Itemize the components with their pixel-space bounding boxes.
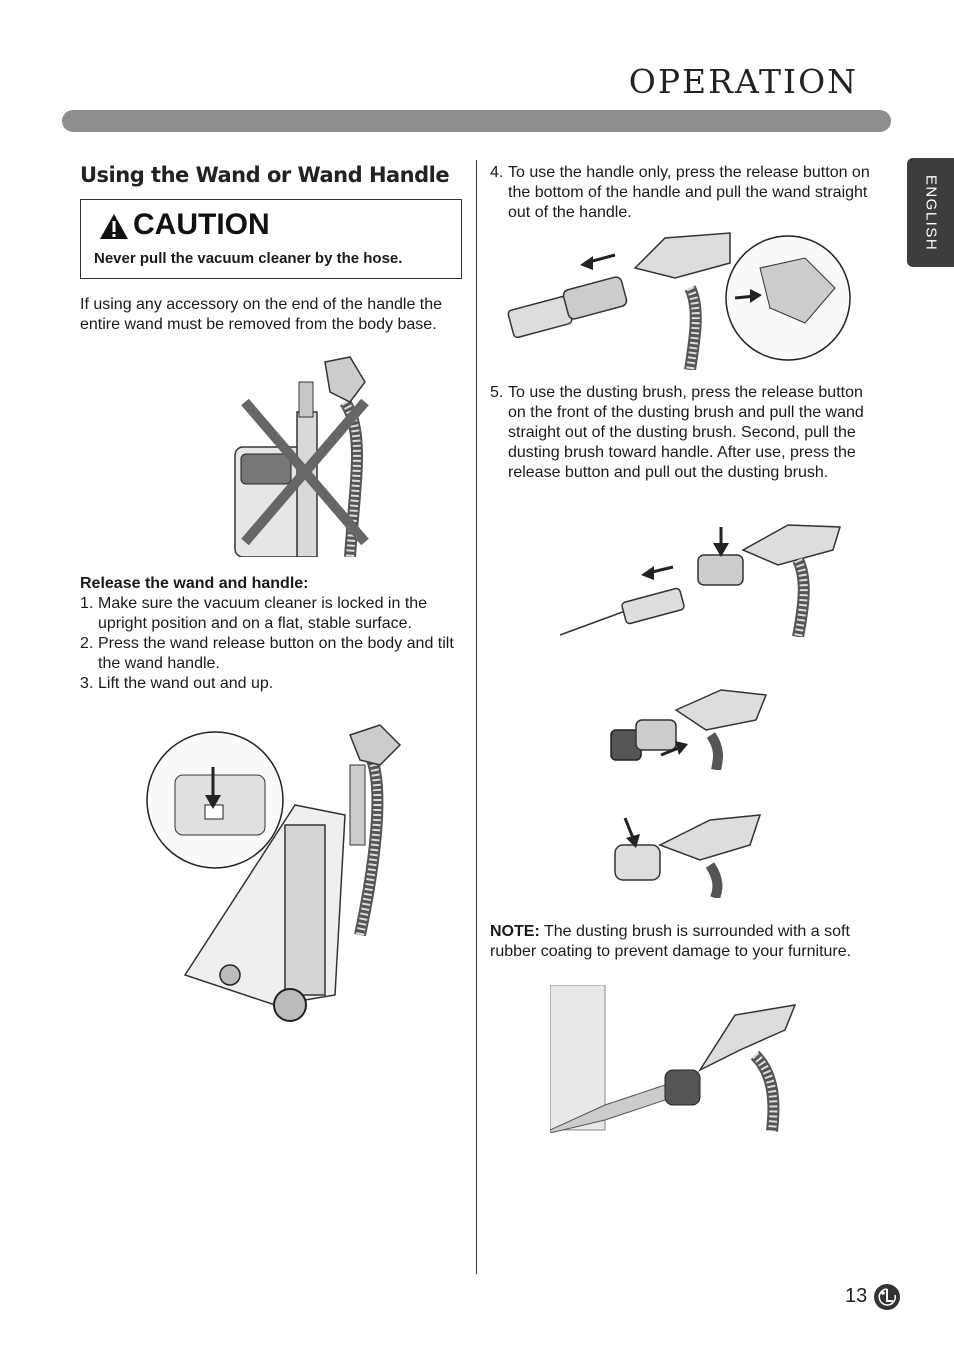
header-bar xyxy=(62,110,891,132)
list-item: 4.To use the handle only, press the rele… xyxy=(490,163,870,223)
step-4-list: 4.To use the handle only, press the rele… xyxy=(490,163,870,223)
warning-icon xyxy=(99,213,129,240)
step-text: Press the wand release button on the bod… xyxy=(98,635,454,672)
language-tab-label: ENGLISH xyxy=(922,174,939,251)
step-text: Lift the wand out and up. xyxy=(98,675,274,692)
step-text: To use the handle only, press the releas… xyxy=(508,164,870,221)
note-paragraph: NOTE: The dusting brush is surrounded wi… xyxy=(490,922,870,962)
illustration-dusting-furniture xyxy=(550,985,800,1133)
caution-box: CAUTION Never pull the vacuum cleaner by… xyxy=(80,199,462,279)
step-number: 3. xyxy=(80,675,94,692)
illustration-wand-release xyxy=(145,705,415,1025)
caution-title-text: CAUTION xyxy=(133,208,270,241)
illustration-dusting-brush-remove xyxy=(558,515,848,637)
illustration-do-not-pull-hose xyxy=(215,342,385,557)
list-item: 2.Press the wand release button on the b… xyxy=(80,634,465,674)
list-item: 5.To use the dusting brush, press the re… xyxy=(490,383,870,483)
intro-paragraph: If using any accessory on the end of the… xyxy=(80,296,443,333)
caution-text: Never pull the vacuum cleaner by the hos… xyxy=(94,250,403,267)
step-5-list: 5.To use the dusting brush, press the re… xyxy=(490,383,870,483)
caution-title: CAUTION xyxy=(99,208,270,242)
illustration-handle-only xyxy=(505,228,855,370)
column-divider xyxy=(476,160,477,1274)
step-number: 4. xyxy=(490,164,504,181)
page-title: OPERATION xyxy=(628,62,858,101)
release-heading: Release the wand and handle: xyxy=(80,575,309,592)
step-text: To use the dusting brush, press the rele… xyxy=(508,384,864,481)
illustration-dusting-brush-release xyxy=(610,790,782,898)
step-number: 2. xyxy=(80,635,94,652)
list-item: 3.Lift the wand out and up. xyxy=(80,674,465,694)
step-number: 5. xyxy=(490,384,504,401)
illustration-dusting-brush-attach xyxy=(606,655,781,770)
note-label: NOTE: xyxy=(490,923,540,940)
step-4: 4.To use the handle only, press the rele… xyxy=(490,163,870,223)
lg-logo-icon xyxy=(873,1283,901,1311)
list-item: 1.Make sure the vacuum cleaner is locked… xyxy=(80,594,465,634)
step-number: 1. xyxy=(80,595,94,612)
release-steps: 1.Make sure the vacuum cleaner is locked… xyxy=(80,594,465,694)
step-text: Make sure the vacuum cleaner is locked i… xyxy=(98,595,428,632)
language-tab: ENGLISH xyxy=(907,158,954,267)
note-text: The dusting brush is surrounded with a s… xyxy=(490,923,852,960)
step-5: 5.To use the dusting brush, press the re… xyxy=(490,383,870,483)
section-heading: Using the Wand or Wand Handle xyxy=(80,163,450,187)
page-number: 13 xyxy=(845,1285,868,1307)
